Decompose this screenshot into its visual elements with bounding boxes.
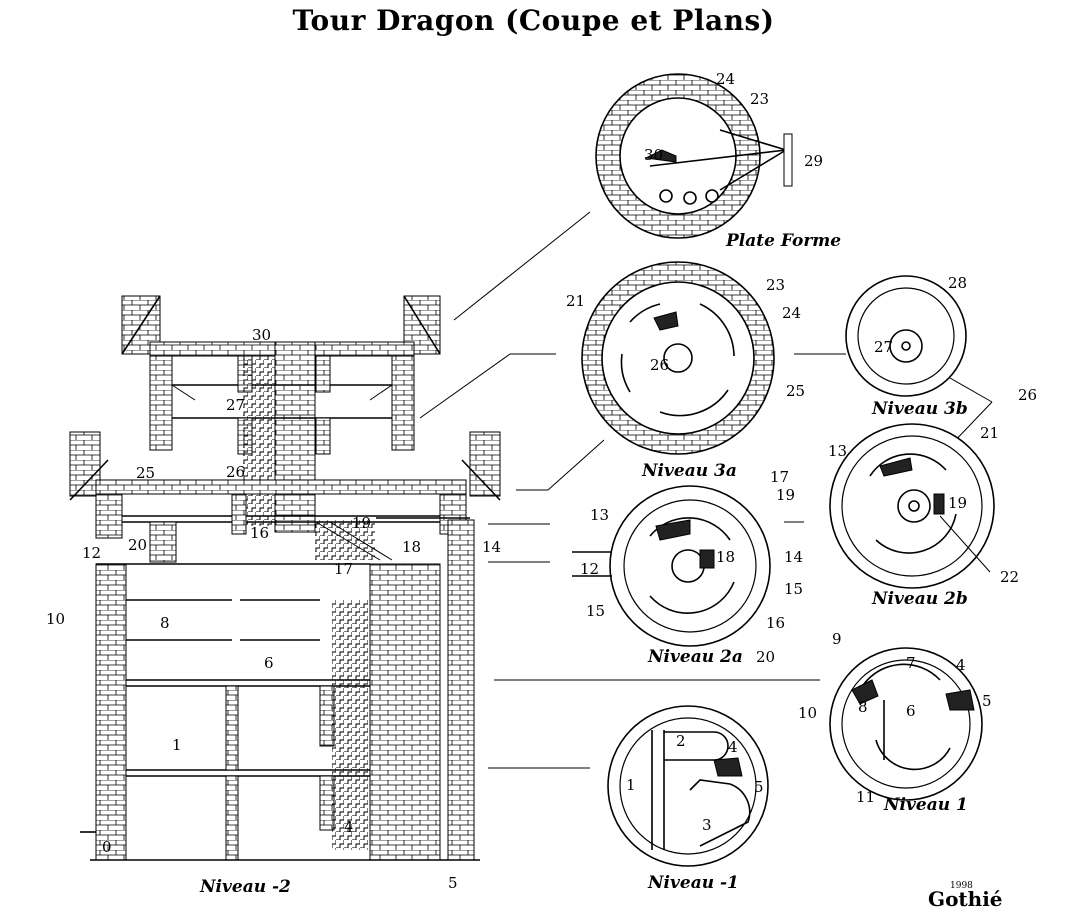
plan-caption: Niveau 3b [871, 399, 968, 419]
section-label: 14 [482, 538, 501, 556]
plan-label: 23 [750, 90, 769, 108]
section-label: 27 [226, 396, 245, 414]
section-label: 0 [102, 838, 112, 856]
signature-year: 1998 [950, 881, 973, 891]
plan-label: 17 [770, 468, 789, 486]
plan-caption: Niveau 3a [641, 461, 737, 481]
section-label: 12 [82, 544, 101, 562]
plan-label: 13 [828, 442, 847, 460]
section-label: 10 [46, 610, 65, 628]
plan-label: 12 [580, 560, 599, 578]
section-label: 4 [344, 818, 354, 836]
plan-label: 19 [776, 486, 795, 504]
section-label: 16 [250, 524, 269, 542]
section-label: 17 [334, 560, 353, 578]
plan-caption: Niveau 1 [883, 795, 968, 815]
plan-label: 6 [906, 702, 916, 720]
plan-label: 24 [782, 304, 801, 322]
plan-label: 29 [804, 152, 823, 170]
plan-caption: Plate Forme [725, 231, 841, 251]
plan-plate-forme: 24 23 30 29 Plate Forme [595, 70, 841, 251]
plan-niveau-3a: 21 23 24 26 25 Niveau 3a [566, 261, 805, 481]
plan-label: 26 [1018, 386, 1037, 404]
plan-label: 4 [728, 738, 738, 756]
page-title: Tour Dragon (Coupe et Plans) [292, 4, 775, 37]
plan-label: 11 [856, 788, 875, 806]
plan-label: 21 [980, 424, 999, 442]
section-caption: Niveau -2 [199, 877, 291, 897]
plan-label: 26 [650, 356, 669, 374]
plan-label: 30 [644, 146, 663, 164]
plan-label: 27 [874, 338, 893, 356]
plan-label: 4 [956, 656, 966, 674]
section-label: 18 [402, 538, 421, 556]
connector-lines [419, 211, 846, 769]
plan-label: 15 [586, 602, 605, 620]
plan-niveau-2a: 17 19 13 18 14 12 15 15 16 20 Niveau 2a [572, 468, 803, 667]
plan-label: 24 [716, 70, 735, 88]
section-label: 5 [448, 874, 458, 892]
plan-niveau-1: 9 7 4 10 8 6 5 11 Niveau 1 [798, 630, 992, 815]
plan-label: 3 [702, 816, 712, 834]
plan-label: 8 [858, 698, 868, 716]
plan-label: 13 [590, 506, 609, 524]
plan-label: 18 [716, 548, 735, 566]
plan-label: 7 [906, 654, 916, 672]
section-label: 1 [172, 736, 182, 754]
plan-caption: Niveau -1 [647, 873, 739, 893]
signature: Gothié 1998 [928, 881, 1003, 911]
plan-label: 15 [784, 580, 803, 598]
plan-niveau-3b: 28 27 26 Niveau 3b [845, 274, 1037, 447]
plan-label: 19 [948, 494, 967, 512]
plan-caption: Niveau 2b [871, 589, 968, 609]
section-label: 26 [226, 463, 245, 481]
cross-section [69, 295, 501, 861]
plan-niveau-minus-1: 2 4 1 5 3 Niveau -1 [607, 705, 769, 893]
plan-label: 10 [798, 704, 817, 722]
plan-label: 16 [766, 614, 785, 632]
plan-label: 25 [786, 382, 805, 400]
signature-text: Gothié [928, 887, 1003, 911]
plan-label: 28 [948, 274, 967, 292]
plan-label: 21 [566, 292, 585, 310]
section-label: 30 [252, 326, 271, 344]
plan-label: 1 [626, 776, 636, 794]
plan-label: 5 [982, 692, 992, 710]
section-label: 19 [352, 514, 371, 532]
section-label: 20 [128, 536, 147, 554]
plan-label: 2 [676, 732, 686, 750]
plan-label: 9 [832, 630, 842, 648]
plan-label: 23 [766, 276, 785, 294]
plan-caption: Niveau 2a [647, 647, 743, 667]
section-label: 6 [264, 654, 274, 672]
plan-label: 22 [1000, 568, 1019, 586]
plan-label: 5 [754, 778, 764, 796]
section-label: 25 [136, 464, 155, 482]
plan-label: 20 [756, 648, 775, 666]
section-label: 8 [160, 614, 170, 632]
plan-niveau-2b: 13 21 19 22 Niveau 2b [828, 423, 1019, 609]
section-labels: 30 27 26 25 16 12 20 19 18 14 17 10 8 6 … [46, 326, 501, 897]
plan-label: 14 [784, 548, 803, 566]
